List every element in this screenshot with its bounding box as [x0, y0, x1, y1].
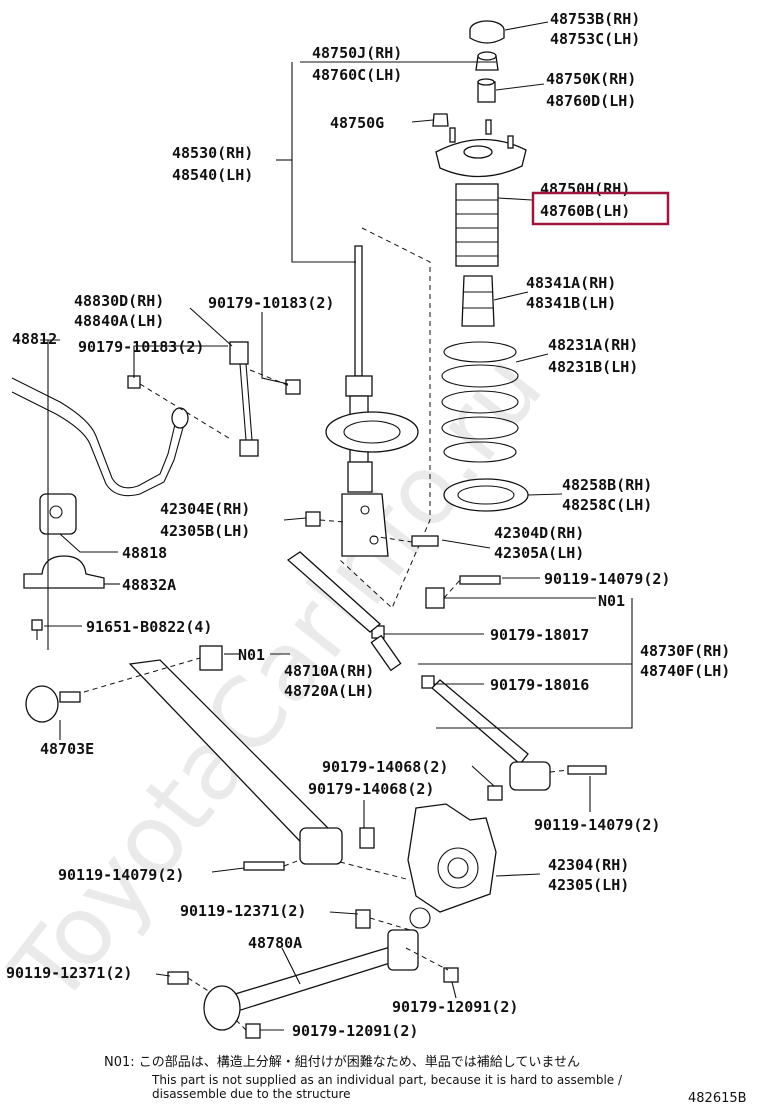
label-90179-12091-a[interactable]: 90179-12091(2)	[392, 998, 518, 1016]
stabilizer-bar-part	[11, 377, 189, 497]
label-90119-12371-b[interactable]: 90119-12371(2)	[6, 964, 132, 982]
lateral-link-upper-part	[286, 551, 551, 791]
label-48753b[interactable]: 48753B(RH)	[550, 10, 640, 28]
footnote-japanese: N01: この部品は、構造上分解・組付けが困難なため、単品では補給していません	[104, 1054, 580, 1070]
label-90179-12091-b[interactable]: 90179-12091(2)	[292, 1022, 418, 1040]
label-48753c[interactable]: 48753C(LH)	[550, 30, 640, 48]
label-48750h[interactable]: 48750H(RH)	[540, 180, 630, 198]
strut-cap-part	[469, 20, 505, 44]
label-90119-12371-a[interactable]: 90119-12371(2)	[180, 902, 306, 920]
label-48760d[interactable]: 48760D(LH)	[546, 92, 636, 110]
label-48830d[interactable]: 48830D(RH)	[74, 292, 164, 310]
label-48750g[interactable]: 48750G	[330, 114, 384, 132]
bolt-parts	[59, 535, 607, 985]
label-42304d[interactable]: 42304D(RH)	[494, 524, 584, 542]
label-42304e[interactable]: 42304E(RH)	[160, 500, 250, 518]
bolt-91651-part	[31, 619, 43, 640]
label-48231b[interactable]: 48231B(LH)	[548, 358, 638, 376]
suspension-support-part	[435, 119, 527, 178]
mount-nut-part	[432, 113, 449, 127]
label-48740f[interactable]: 48740F(LH)	[640, 662, 730, 680]
label-42305b[interactable]: 42305B(LH)	[160, 522, 250, 540]
label-48760c[interactable]: 48760C(LH)	[312, 66, 402, 84]
label-91651-b0822[interactable]: 91651-B0822(4)	[86, 618, 212, 636]
label-48710a[interactable]: 48710A(RH)	[284, 662, 374, 680]
label-90179-18017[interactable]: 90179-18017	[490, 626, 589, 644]
assembly-dashed-lines	[83, 369, 569, 1031]
nut-parts	[127, 375, 503, 1039]
label-48760b[interactable]: 48760B(LH)	[540, 202, 630, 220]
stabilizer-link-part	[229, 341, 259, 457]
label-48341a[interactable]: 48341A(RH)	[526, 274, 616, 292]
label-48832a[interactable]: 48832A	[122, 576, 176, 594]
label-48750k[interactable]: 48750K(RH)	[546, 70, 636, 88]
strut-nut-part	[475, 51, 499, 71]
label-48258b[interactable]: 48258B(RH)	[562, 476, 652, 494]
label-90119-14079-b[interactable]: 90119-14079(2)	[534, 816, 660, 834]
label-48258c[interactable]: 48258C(LH)	[562, 496, 652, 514]
label-48231a[interactable]: 48231A(RH)	[548, 336, 638, 354]
label-48818[interactable]: 48818	[122, 544, 167, 562]
stabilizer-bushing-part	[39, 493, 77, 535]
label-90119-14079-a[interactable]: 90119-14079(2)	[544, 570, 670, 588]
coil-spring-part	[441, 341, 519, 463]
label-48780a[interactable]: 48780A	[248, 934, 302, 952]
label-90179-14068-a[interactable]: 90179-14068(2)	[322, 758, 448, 776]
label-48750j[interactable]: 48750J(RH)	[312, 44, 402, 62]
leader-lines	[40, 21, 633, 1031]
label-48703e[interactable]: 48703E	[40, 740, 94, 758]
label-42305a[interactable]: 42305A(LH)	[494, 544, 584, 562]
watermark-text: ToyotaCarInfo.ru	[0, 333, 564, 1025]
label-n01-b[interactable]: N01	[238, 646, 265, 664]
label-42304[interactable]: 42304(RH)	[548, 856, 629, 874]
rear-axle-carrier-part	[407, 803, 497, 929]
link-bushing-parts	[25, 587, 445, 723]
label-48840a[interactable]: 48840A(LH)	[74, 312, 164, 330]
label-48341b[interactable]: 48341B(LH)	[526, 294, 616, 312]
lower-arm-part	[203, 929, 419, 1031]
label-90179-18016[interactable]: 90179-18016	[490, 676, 589, 694]
label-48720a[interactable]: 48720A(LH)	[284, 682, 374, 700]
part-labels: 48753B(RH) 48753C(LH) 48750J(RH) 48760C(…	[6, 10, 730, 1040]
label-48530[interactable]: 48530(RH)	[172, 144, 253, 162]
label-90179-10183-b[interactable]: 90179-10183(2)	[78, 338, 204, 356]
strut-assembly-outline	[339, 227, 431, 609]
shock-absorber-part	[325, 245, 419, 557]
trailing-arm-part	[128, 659, 343, 865]
bump-stopper-part	[461, 275, 495, 327]
label-42305[interactable]: 42305(LH)	[548, 876, 629, 894]
figure-code: 482615B	[688, 1091, 747, 1106]
strut-spacer-part	[477, 78, 496, 103]
bushing-bracket-part	[23, 555, 105, 589]
highlight-box	[531, 191, 670, 226]
spring-seat-part	[443, 478, 529, 512]
dust-boot-part	[455, 183, 499, 267]
footnote-english-line2: disassemble due to the structure	[152, 1087, 351, 1101]
label-90119-14079-c[interactable]: 90119-14079(2)	[58, 866, 184, 884]
footnote: N01: この部品は、構造上分解・組付けが困難なため、単品では補給していません …	[104, 1054, 747, 1106]
label-n01-a[interactable]: N01	[598, 592, 625, 610]
label-48730f[interactable]: 48730F(RH)	[640, 642, 730, 660]
label-48812[interactable]: 48812	[12, 330, 57, 348]
label-90179-10183-a[interactable]: 90179-10183(2)	[208, 294, 334, 312]
label-90179-14068-b[interactable]: 90179-14068(2)	[308, 780, 434, 798]
footnote-english-line1: This part is not supplied as an individu…	[151, 1073, 623, 1087]
label-48540[interactable]: 48540(LH)	[172, 166, 253, 184]
